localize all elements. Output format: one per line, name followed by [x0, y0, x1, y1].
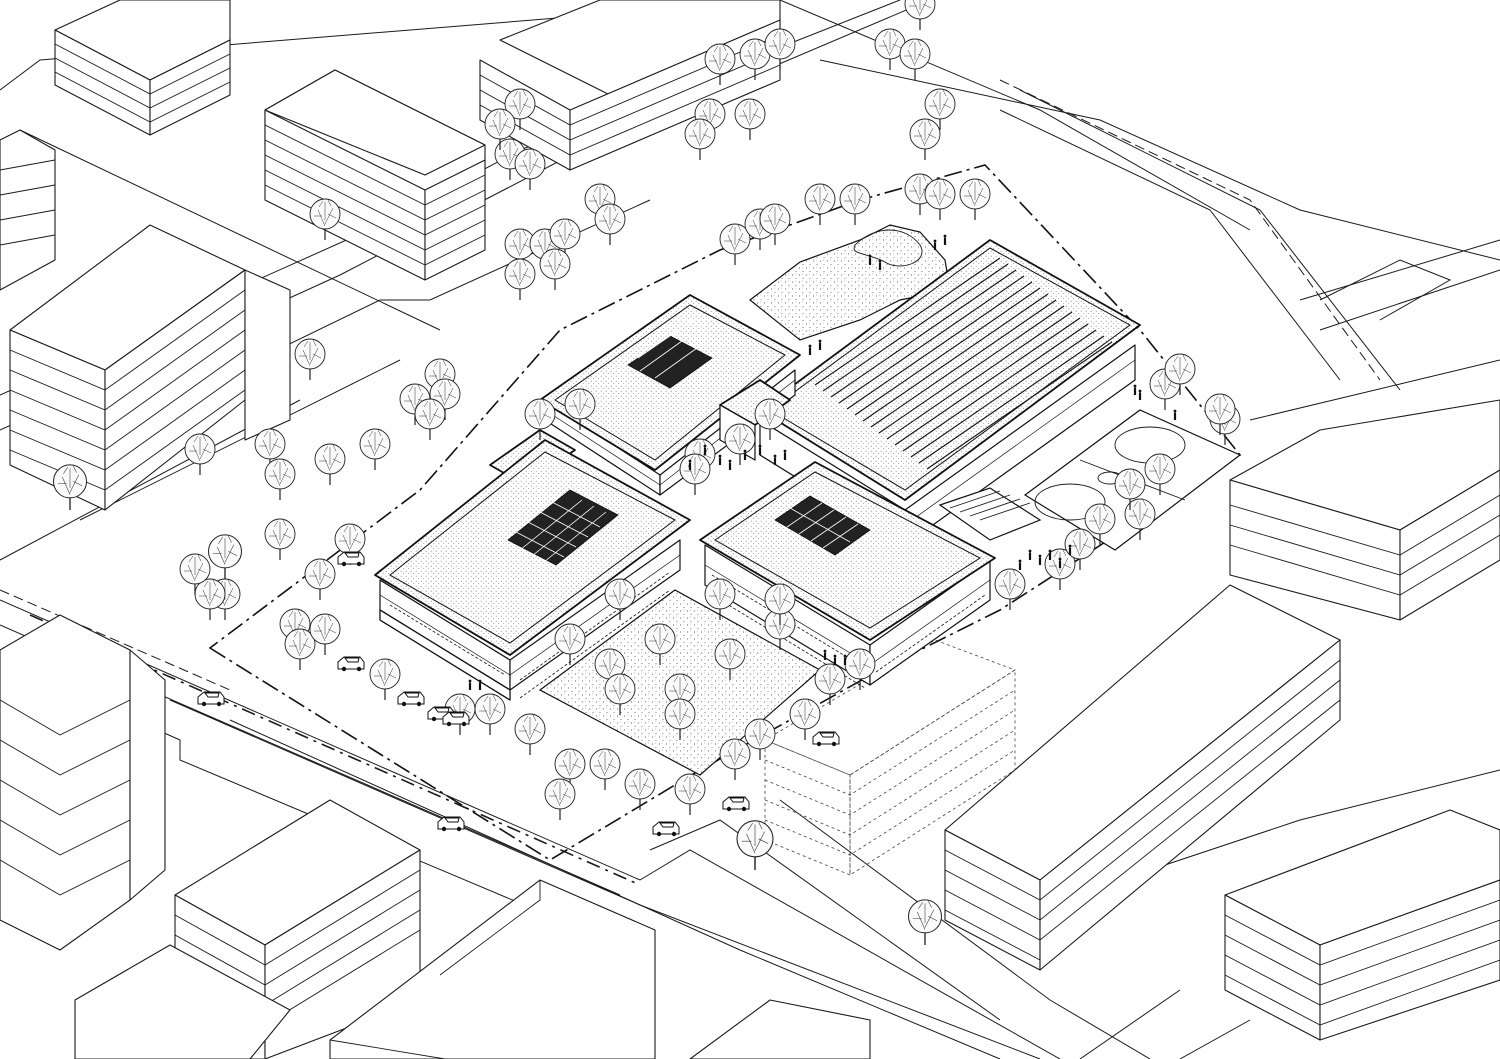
context-building-se2: [1224, 809, 1500, 1041]
person-icon: [743, 449, 747, 460]
tree-icon: [514, 148, 546, 191]
context-building-s: [329, 879, 871, 1059]
tree-icon: [734, 98, 766, 141]
person-icon: [703, 444, 707, 455]
person-icon: [718, 454, 722, 465]
classroom-block-west: [374, 439, 691, 701]
tree-icon: [624, 768, 656, 811]
tree-icon: [839, 183, 871, 226]
car-icon: [337, 656, 365, 672]
person-icon: [468, 679, 472, 690]
person-icon: [1018, 559, 1022, 570]
person-icon: [1038, 554, 1042, 565]
person-icon: [1048, 549, 1052, 560]
person-icon: [878, 259, 882, 270]
tree-icon: [759, 203, 791, 246]
tree-icon: [414, 398, 446, 441]
roof-skylight-rows: [814, 257, 1113, 470]
car-icon: [652, 821, 680, 837]
tree-icon: [909, 118, 941, 161]
car-icon: [337, 551, 365, 567]
tree-icon: [369, 658, 401, 701]
tree-icon: [814, 663, 846, 706]
tree-icon: [674, 773, 706, 816]
tree-icon: [52, 464, 88, 511]
tree-icon: [359, 428, 391, 471]
tree-icon: [514, 713, 546, 756]
person-icon: [688, 459, 692, 470]
tree-icon: [554, 623, 586, 666]
tree-icon: [264, 518, 296, 561]
person-icon: [823, 649, 827, 660]
car-icon: [442, 711, 470, 727]
person-icon: [833, 654, 837, 665]
tree-icon: [959, 178, 991, 221]
ghost-building-outline: [764, 639, 1016, 876]
tree-icon: [294, 338, 326, 381]
context-building-nw1: [54, 0, 231, 136]
tree-icon: [304, 558, 336, 601]
tree-icon: [994, 568, 1026, 611]
tree-icon: [524, 398, 556, 441]
person-icon: [818, 339, 822, 350]
person-icon: [1028, 549, 1032, 560]
context-building-e1: [1229, 399, 1500, 621]
car-icon: [397, 691, 425, 707]
person-icon: [1133, 384, 1137, 395]
tree-icon: [724, 423, 756, 466]
context-building-sw1: [0, 614, 166, 951]
solar-panel-icon: [627, 314, 713, 389]
person-icon: [478, 679, 482, 690]
person-icon: [933, 239, 937, 250]
person-icon: [783, 449, 787, 460]
tree-icon: [207, 534, 243, 581]
car-icon: [197, 691, 225, 707]
person-icon: [843, 654, 847, 665]
person-icon: [1173, 409, 1177, 420]
tree-icon: [194, 578, 226, 621]
tree-icon: [736, 820, 774, 871]
context-building-nw2: [264, 69, 486, 281]
tree-icon: [904, 0, 936, 31]
person-icon: [773, 454, 777, 465]
tree-icon: [719, 738, 751, 781]
tree-icon: [907, 899, 943, 946]
tree-icon: [789, 698, 821, 741]
person-icon: [808, 344, 812, 355]
tree-icon: [314, 443, 346, 486]
tree-icon: [924, 178, 956, 221]
tree-icon: [184, 433, 216, 476]
person-icon: [1068, 544, 1072, 555]
context-building-w1: [0, 129, 56, 291]
tree-icon: [684, 118, 716, 161]
context-building-w2: [9, 224, 291, 511]
tree-icon: [264, 458, 296, 501]
car-icon: [437, 816, 465, 832]
tree-icon: [589, 748, 621, 791]
person-icon: [1058, 557, 1062, 568]
entrance-stair: [938, 487, 1042, 541]
tree-icon: [504, 258, 536, 301]
person-icon: [868, 254, 872, 265]
car-icon: [812, 731, 840, 747]
person-icon: [943, 234, 947, 245]
park-area: [749, 224, 951, 341]
tree-icon: [719, 223, 751, 266]
tree-icon: [679, 453, 711, 496]
tree-icon: [899, 38, 931, 81]
context-building-se1: [944, 584, 1341, 971]
person-icon: [728, 459, 732, 470]
person-icon: [1138, 389, 1142, 400]
tree-icon: [474, 693, 506, 736]
car-icon: [722, 796, 750, 812]
context-building-n: [479, 0, 781, 171]
tree-icon: [284, 628, 316, 671]
tree-icon: [544, 778, 576, 821]
tree-icon: [539, 248, 571, 291]
tree-icon: [594, 203, 626, 246]
person-icon: [758, 444, 762, 455]
